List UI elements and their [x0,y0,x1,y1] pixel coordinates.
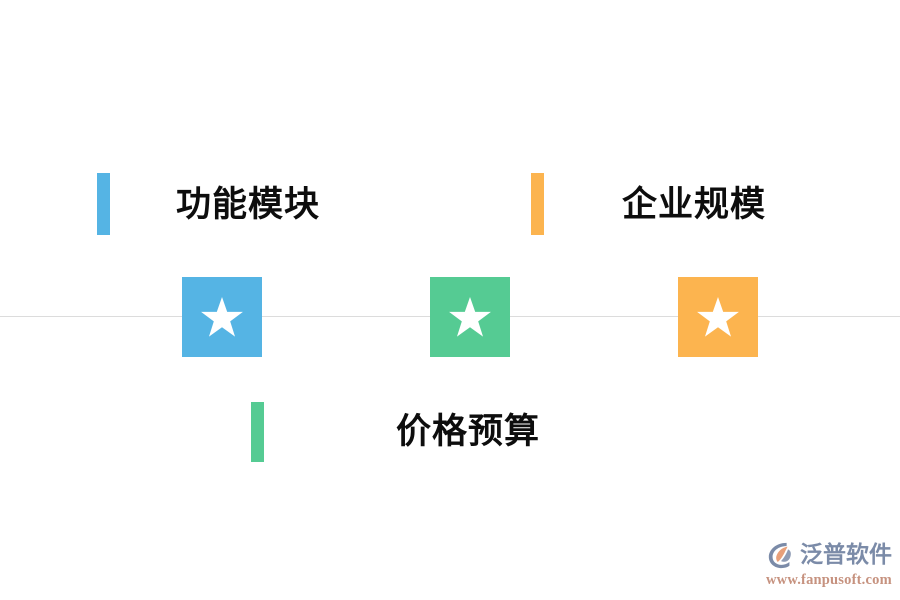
brand-name: 泛普软件 [800,541,892,568]
accent-bar-budget [251,402,264,462]
brand-watermark: 泛普软件 www.fanpusoft.com [766,538,894,594]
star-icon [200,295,244,339]
accent-bar-functions [97,173,110,235]
star-icon [696,295,740,339]
label-budget: 价格预算 [396,412,541,452]
star-icon [448,295,492,339]
brand-url: www.fanpusoft.com [766,572,892,588]
brand-row: 泛普软件 [766,538,894,572]
fanpu-logo-icon [766,540,796,570]
label-functions: 功能模块 [176,185,321,225]
star-tile-functions[interactable] [182,277,262,357]
star-tile-budget[interactable] [430,277,510,357]
star-tile-scale[interactable] [678,277,758,357]
accent-bar-scale [531,173,544,235]
label-scale: 企业规模 [622,185,767,225]
